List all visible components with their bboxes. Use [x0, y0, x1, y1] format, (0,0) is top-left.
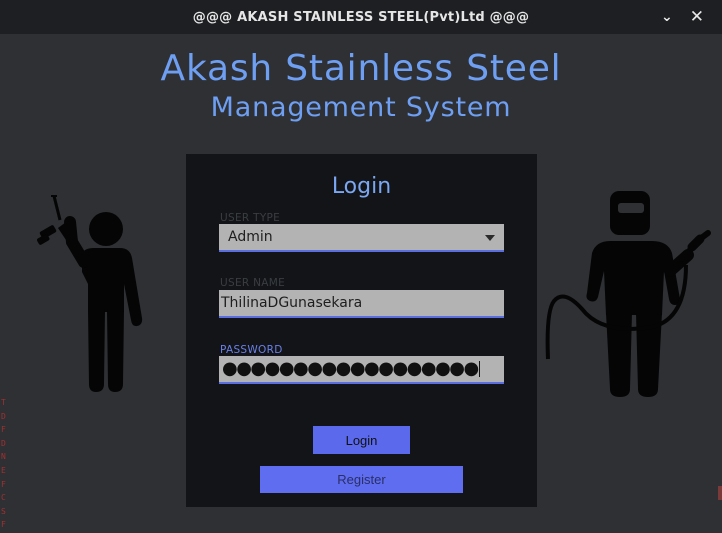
login-title: Login — [331, 174, 392, 199]
edge-letter: C — [1, 493, 6, 503]
login-panel: Login USER TYPE Admin USER NAME ThilinaD… — [186, 154, 537, 507]
password-field[interactable]: ●●●●●●●●●●●●●●●●●● — [219, 356, 504, 384]
welder-with-mask-icon — [545, 191, 711, 397]
window-titlebar: @@@ AKASH STAINLESS STEEL(Pvt)Ltd @@@ ⌄ … — [0, 0, 722, 34]
close-icon[interactable]: ✕ — [689, 7, 705, 27]
register-button[interactable]: Register — [260, 466, 463, 493]
login-button[interactable]: Login — [313, 426, 410, 454]
edge-letter: F — [1, 520, 6, 530]
edge-letter: S — [1, 506, 6, 516]
edge-letter: F — [1, 425, 6, 435]
worker-with-drill-icon — [37, 195, 143, 392]
app-title: Akash Stainless Steel — [160, 48, 562, 89]
edge-letter: N — [1, 452, 6, 462]
app-subtitle: Management System — [210, 92, 512, 123]
chevron-down-icon[interactable] — [485, 235, 495, 241]
user-name-field[interactable]: ThilinaDGunasekara — [219, 290, 504, 318]
user-type-label: USER TYPE — [220, 212, 281, 224]
edge-marker — [718, 486, 722, 500]
user-name-label: USER NAME — [220, 277, 286, 289]
text-caret — [478, 361, 480, 377]
password-value: ●●●●●●●●●●●●●●●●●● — [222, 358, 479, 379]
user-type-value: Admin — [228, 229, 273, 245]
edge-text: T D F D N E F C S F — [1, 396, 7, 532]
user-name-value: ThilinaDGunasekara — [221, 295, 363, 311]
minimize-icon[interactable]: ⌄ — [661, 9, 673, 25]
edge-letter: D — [1, 438, 6, 448]
edge-letter: E — [1, 465, 6, 475]
password-label: PASSWORD — [220, 344, 283, 356]
edge-letter: D — [1, 411, 6, 421]
main-window: Akash Stainless Steel Management System — [0, 34, 722, 533]
window-title: @@@ AKASH STAINLESS STEEL(Pvt)Ltd @@@ — [192, 9, 530, 25]
edge-letter: T — [1, 398, 6, 407]
edge-letter: F — [1, 479, 6, 489]
user-type-select[interactable]: Admin — [219, 224, 504, 252]
